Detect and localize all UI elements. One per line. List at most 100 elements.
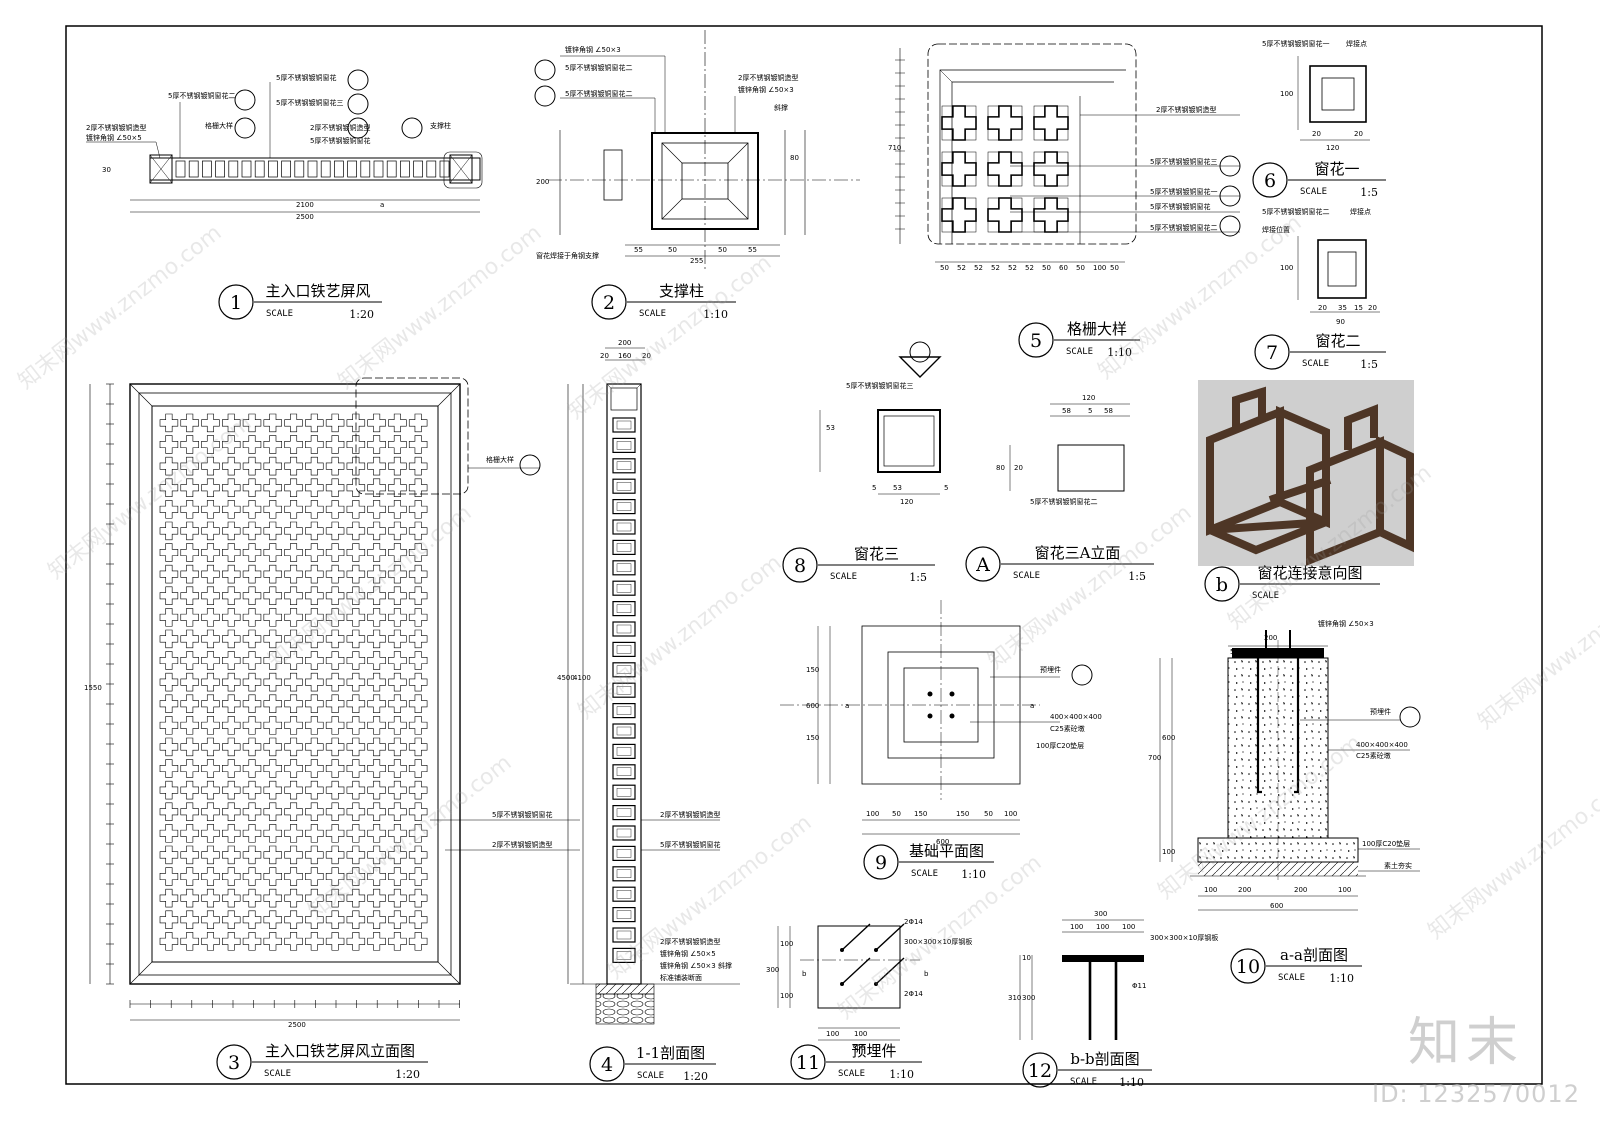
v5-dim-bottom: 52 bbox=[1008, 264, 1017, 272]
scale-label: SCALE bbox=[1252, 591, 1279, 601]
note-v2-6: 窗花焊接于角钢支撑 bbox=[536, 251, 599, 260]
view-1-screen-plan: 2100 a 2500 30 2厚不锈钢镀铜造型 镀锌角钢 ∠50×5 5厚不锈… bbox=[86, 69, 483, 221]
view-11-embedded-part: 2Φ14 300×300×10厚钢板 2Φ14 b b 100 100 300 … bbox=[766, 918, 972, 1052]
view-2-support-column: 55 50 50 55 255 200 80 镀锌角钢 ∠50×3 5厚不锈钢镀… bbox=[534, 30, 860, 270]
view-b-connection-photo bbox=[1198, 380, 1414, 566]
note-v12-4: 300×300×10厚钢板 bbox=[1150, 933, 1218, 942]
scale-ratio: 1:10 bbox=[1107, 346, 1132, 359]
view-number: 3 bbox=[228, 1052, 240, 1074]
view-title: 预埋件 bbox=[851, 1042, 896, 1060]
v12-dim-100b: 100 bbox=[1096, 923, 1109, 931]
v7-dim-35: 35 bbox=[1338, 304, 1347, 312]
v9-dim-3: 150 bbox=[956, 810, 969, 818]
note-v7-0: 5厚不锈钢镀铜窗花二 bbox=[1262, 207, 1329, 216]
document-id: ID: 1232570012 bbox=[1372, 1080, 1580, 1108]
note-v4-5: 5厚不锈钢镀铜窗花 bbox=[660, 840, 720, 849]
note-v4-8: 镀锌角钢 ∠50×3 斜撑 bbox=[660, 961, 732, 970]
v9-dim-5: 100 bbox=[1004, 810, 1017, 818]
view-number: 6 bbox=[1264, 170, 1276, 192]
v2-dim-3: 55 bbox=[748, 246, 757, 254]
dim-a: a bbox=[380, 201, 384, 209]
v6-dim-20b: 20 bbox=[1354, 130, 1363, 138]
v4-dim-200: 200 bbox=[618, 339, 631, 347]
note-v9-0: 预埋件 bbox=[1040, 665, 1061, 674]
view-title: 支撑柱 bbox=[659, 282, 704, 300]
v9-label-a1: a bbox=[845, 702, 849, 710]
note-v10-0: 镀锌角钢 ∠50×3 bbox=[1318, 619, 1374, 628]
view-title: 窗花一 bbox=[1314, 160, 1359, 178]
view-title: b-b剖面图 bbox=[1070, 1050, 1139, 1068]
scale-label: SCALE bbox=[1278, 973, 1305, 983]
v9-dim-1: 50 bbox=[892, 810, 901, 818]
v8-dim-120: 120 bbox=[900, 498, 913, 506]
vA-dim-80: 80 bbox=[996, 464, 1005, 472]
view-title: a-a剖面图 bbox=[1280, 946, 1348, 964]
view-title: 格栅大样 bbox=[1067, 320, 1127, 338]
scale-ratio: 1:10 bbox=[1119, 1076, 1144, 1089]
strip-cell bbox=[281, 160, 291, 178]
scale-ratio: 1:10 bbox=[889, 1068, 914, 1081]
note-v1-7: 5厚不锈钢镀铜窗花 bbox=[310, 136, 370, 145]
note-v1-3: 格栅大样 bbox=[205, 121, 233, 130]
v12-dim-100a: 100 bbox=[1070, 923, 1083, 931]
note-v11-1: 300×300×10厚钢板 bbox=[904, 937, 972, 946]
scale-label: SCALE bbox=[264, 1069, 291, 1079]
view-title: 窗花三 bbox=[854, 545, 899, 563]
strip-cell bbox=[426, 160, 437, 178]
view-title: 窗花二 bbox=[1315, 332, 1360, 350]
v4-dim-160: 160 bbox=[618, 352, 631, 360]
v10-dim-100a: 100 bbox=[1204, 886, 1217, 894]
note-v5-2: 5厚不锈钢镀铜窗花一 bbox=[1150, 187, 1217, 196]
scale-ratio: 1:5 bbox=[1360, 358, 1378, 371]
note-v1-1: 镀锌角钢 ∠50×5 bbox=[86, 133, 142, 142]
scale-label: SCALE bbox=[1070, 1077, 1097, 1087]
note-v1-0: 2厚不锈钢镀铜造型 bbox=[86, 123, 146, 132]
v5-dim-bottom: 52 bbox=[957, 264, 966, 272]
note-v11-0: 2Φ14 bbox=[904, 918, 923, 926]
v2-dim-2: 50 bbox=[718, 246, 727, 254]
note-v2-3: 2厚不锈钢镀铜造型 bbox=[738, 73, 798, 82]
view-number: 12 bbox=[1028, 1060, 1052, 1082]
note-v10-3: C25素砼墩 bbox=[1356, 751, 1391, 760]
v9-label-a2: a bbox=[1030, 702, 1034, 710]
note-v11-2: 2Φ14 bbox=[904, 990, 923, 998]
strip-cell bbox=[373, 160, 384, 178]
scale-ratio: 1:20 bbox=[683, 1070, 708, 1083]
strip-cell bbox=[228, 160, 239, 178]
view-title: 窗花连接意向图 bbox=[1257, 564, 1362, 582]
v6-dim-120: 120 bbox=[1326, 144, 1339, 152]
v6-dim-100: 100 bbox=[1280, 90, 1293, 98]
strip-cell bbox=[188, 160, 199, 178]
vA-dim-5: 5 bbox=[1088, 407, 1092, 415]
strip-cell bbox=[360, 160, 371, 178]
view-number: 10 bbox=[1236, 956, 1260, 978]
v5-dim-bottom: 50 bbox=[1110, 264, 1119, 272]
v8-dim-5: 5 bbox=[872, 484, 876, 492]
note-v2-1: 5厚不锈钢镀铜窗花二 bbox=[565, 63, 632, 72]
view-number: 7 bbox=[1266, 342, 1278, 364]
view-7-window-lattice-2: 5厚不锈钢镀铜窗花二 焊接点 焊接位置 90 20 35 15 20 100 bbox=[1262, 207, 1380, 326]
note-v9-1: 400×400×400 bbox=[1050, 713, 1102, 721]
v12-dim-10: 10 bbox=[1022, 954, 1031, 962]
v2-dim-4: 255 bbox=[690, 257, 703, 265]
note-v10-5: 素土夯实 bbox=[1384, 861, 1412, 870]
v9-dim-2: 150 bbox=[914, 810, 927, 818]
scale-label: SCALE bbox=[1066, 347, 1093, 357]
v9-dim-0: 100 bbox=[866, 810, 879, 818]
v7-dim-15: 15 bbox=[1354, 304, 1363, 312]
note-v4-6: 2厚不锈钢镀铜造型 bbox=[660, 937, 720, 946]
note-v6-0: 5厚不锈钢镀铜窗花一 bbox=[1262, 39, 1329, 48]
v4-dim-4100: 4100 bbox=[573, 674, 591, 682]
view-title: 1-1剖面图 bbox=[636, 1044, 705, 1062]
vA-dim-58b: 58 bbox=[1104, 407, 1113, 415]
v10-dim-150b: 150 bbox=[1288, 648, 1301, 656]
v11-dim-100a: 100 bbox=[826, 1030, 839, 1038]
